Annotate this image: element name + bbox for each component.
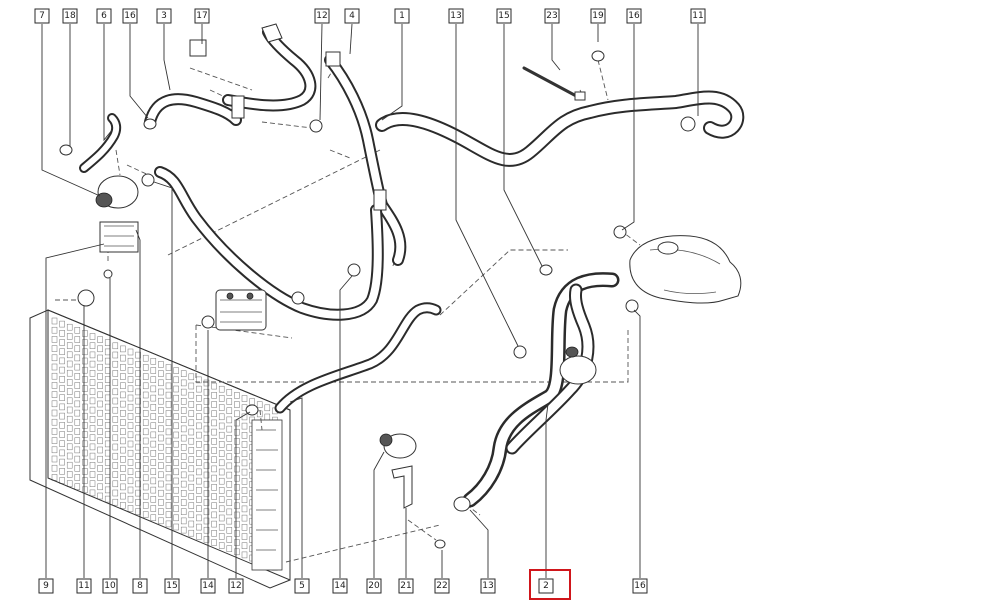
svg-text:7: 7 [39, 11, 45, 21]
expansion-tank [629, 235, 742, 304]
svg-text:11: 11 [78, 581, 89, 591]
hose-clamps [59, 23, 696, 549]
radiator [29, 309, 291, 589]
callouts-top: 7 18 6 16 3 17 12 4 1 13 15 23 19 16 11 [34, 8, 706, 24]
callout-16-top-right: 16 [626, 8, 642, 24]
svg-text:1: 1 [399, 11, 405, 21]
components [59, 23, 742, 549]
highlight-box [529, 569, 571, 600]
svg-text:20: 20 [368, 581, 380, 591]
svg-text:12: 12 [316, 11, 327, 21]
callout-21: 21 [398, 578, 414, 594]
callout-15-top: 15 [496, 8, 512, 24]
leader-lines [41, 23, 699, 578]
callout-3: 3 [156, 8, 172, 24]
hoses [79, 26, 745, 508]
callout-10: 10 [102, 578, 118, 594]
callout-11-top: 11 [690, 8, 706, 24]
svg-text:8: 8 [137, 581, 143, 591]
svg-text:13: 13 [450, 11, 461, 21]
callout-2: 2 [538, 578, 554, 594]
svg-text:21: 21 [400, 581, 411, 591]
callout-17: 17 [194, 8, 210, 24]
callout-20: 20 [366, 578, 382, 594]
svg-text:3: 3 [161, 11, 167, 21]
callout-16-bottom: 16 [632, 578, 648, 594]
callout-7: 7 [34, 8, 50, 24]
svg-text:16: 16 [124, 11, 136, 21]
callout-13-bottom: 13 [480, 578, 496, 594]
callout-9: 9 [38, 578, 54, 594]
radiator-core-grid [51, 317, 278, 571]
callout-4: 4 [344, 8, 360, 24]
svg-text:23: 23 [546, 11, 557, 21]
svg-text:5: 5 [299, 581, 305, 591]
callouts-bottom: 9 11 10 8 15 14 12 5 14 20 21 22 13 2 16 [38, 578, 648, 594]
callout-19: 19 [590, 8, 606, 24]
callout-18: 18 [62, 8, 78, 24]
thermostat-housing [215, 289, 267, 331]
svg-text:6: 6 [101, 11, 107, 21]
water-pump-left [95, 175, 139, 253]
svg-text:11: 11 [692, 11, 703, 21]
svg-text:15: 15 [166, 581, 177, 591]
svg-text:14: 14 [334, 581, 346, 591]
callout-12-bottom: 12 [228, 578, 244, 594]
callout-8: 8 [132, 578, 148, 594]
callout-15-bottom: 15 [164, 578, 180, 594]
callout-23: 23 [544, 8, 560, 24]
callout-16-top-left: 16 [122, 8, 138, 24]
svg-text:19: 19 [592, 11, 604, 21]
callout-12-top: 12 [314, 8, 330, 24]
svg-text:18: 18 [64, 11, 76, 21]
callout-5: 5 [294, 578, 310, 594]
callout-1: 1 [394, 8, 410, 24]
svg-text:22: 22 [436, 581, 447, 591]
svg-text:10: 10 [104, 581, 116, 591]
callout-14-bottom-left: 14 [200, 578, 216, 594]
svg-text:4: 4 [349, 11, 355, 21]
svg-text:14: 14 [202, 581, 214, 591]
hose-junction [559, 346, 597, 385]
callout-6: 6 [96, 8, 112, 24]
svg-text:17: 17 [196, 11, 207, 21]
cable-tie [522, 66, 586, 101]
svg-text:2: 2 [543, 581, 549, 591]
callout-14-bottom-right: 14 [332, 578, 348, 594]
svg-text:9: 9 [43, 581, 49, 591]
svg-text:16: 16 [628, 11, 640, 21]
svg-text:16: 16 [634, 581, 646, 591]
callout-11-bottom: 11 [76, 578, 92, 594]
callout-13-top: 13 [448, 8, 464, 24]
water-pump-right [379, 433, 417, 509]
svg-text:13: 13 [482, 581, 493, 591]
callout-22: 22 [434, 578, 450, 594]
svg-text:15: 15 [498, 11, 509, 21]
svg-text:12: 12 [230, 581, 241, 591]
